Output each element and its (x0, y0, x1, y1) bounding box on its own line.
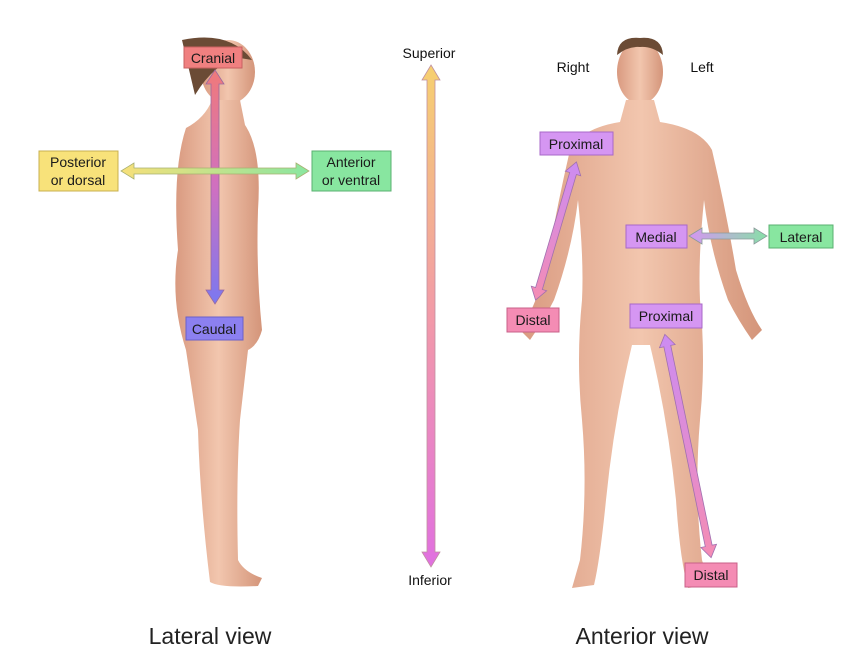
posterior-text: Posterior (50, 154, 106, 170)
anterior-body-figure (520, 37, 762, 588)
arm-proximal-distal-arrow (530, 161, 582, 301)
cranial-caudal-arrow (205, 69, 225, 305)
cranial-label: Cranial (183, 46, 243, 69)
leg-distal-label: Distal (684, 562, 738, 588)
lateral-label: Lateral (768, 224, 834, 249)
arm-proximal-text: Proximal (549, 136, 603, 152)
cranial-text: Cranial (191, 50, 235, 66)
medial-text: Medial (635, 229, 676, 245)
caudal-text: Caudal (192, 321, 236, 337)
anterior-text: Anterior (326, 154, 375, 170)
left-side-label: Left (690, 59, 713, 75)
lateral-text: Lateral (780, 229, 823, 245)
leg-proximal-text: Proximal (639, 308, 693, 324)
inferior-label: Inferior (408, 572, 452, 588)
leg-proximal-label: Proximal (629, 303, 703, 329)
caudal-label: Caudal (185, 316, 244, 341)
arm-distal-text: Distal (515, 312, 550, 328)
posterior-anterior-arrow (120, 162, 310, 180)
superior-label: Superior (403, 45, 456, 61)
medial-lateral-arrow (688, 227, 768, 245)
posterior-text-2: or dorsal (51, 172, 105, 188)
anterior-view-caption: Anterior view (576, 623, 709, 649)
anterior-label: Anterior or ventral (311, 150, 392, 192)
right-side-label: Right (557, 59, 590, 75)
arm-distal-label: Distal (506, 307, 560, 333)
arm-proximal-label: Proximal (539, 131, 614, 156)
medial-label: Medial (625, 224, 688, 249)
leg-proximal-distal-arrow (658, 333, 718, 559)
anterior-text-2: or ventral (322, 172, 380, 188)
lateral-view-caption: Lateral view (149, 623, 272, 649)
posterior-label: Posterior or dorsal (38, 150, 119, 192)
superior-inferior-arrow (421, 64, 441, 568)
leg-distal-text: Distal (693, 567, 728, 583)
